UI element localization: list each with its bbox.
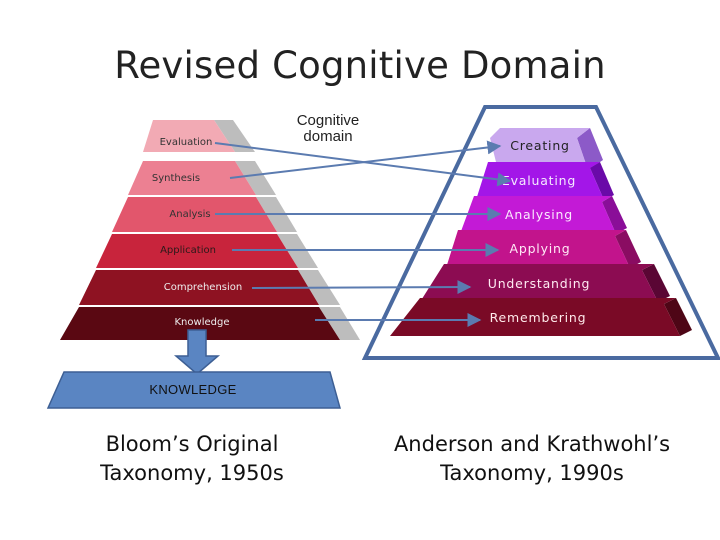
left-level-label: Knowledge: [175, 317, 230, 328]
left-level-knowledge: Knowledge: [60, 307, 360, 340]
right-level-evaluating: Evaluating: [476, 162, 614, 200]
right-level-label: Evaluating: [502, 173, 576, 188]
level-front-face: [128, 161, 256, 195]
right-level-understanding: Understanding: [420, 264, 670, 302]
level-side-face: [319, 307, 360, 340]
right-level-label: Creating: [510, 138, 570, 153]
right-level-applying: Applying: [446, 230, 641, 268]
right-level-label: Applying: [509, 241, 570, 256]
left-caption-line1: Bloom’s Original: [105, 432, 279, 456]
right-level-analysing: Analysing: [460, 196, 627, 234]
left-level-evaluation: Evaluation: [143, 120, 255, 152]
level-side-face: [602, 196, 627, 234]
right-caption-line2: Taxonomy, 1990s: [440, 461, 624, 485]
knowledge-box: [46, 371, 341, 409]
left-caption: Bloom’s Original Taxonomy, 1950s: [92, 430, 292, 488]
level-front-face: [420, 264, 658, 302]
level-front-face: [96, 234, 298, 268]
level-side-face: [590, 162, 614, 200]
right-level-label: Understanding: [488, 276, 591, 291]
level-front-face: [460, 196, 616, 234]
level-front-face: [390, 298, 680, 336]
down-arrow: [173, 329, 221, 375]
arrow-synthesis-to-creating: [229, 140, 502, 179]
level-front-face: [60, 307, 340, 340]
level-side-face: [615, 230, 641, 268]
level-side-face: [235, 161, 276, 195]
page-title: Revised Cognitive Domain: [114, 44, 606, 87]
arrow-comprehension-to-understanding: [251, 280, 472, 295]
right-pyramid: Creating Evaluating Analysing Applying U…: [390, 128, 692, 336]
knowledge-box-label: KNOWLEDGE: [149, 382, 237, 397]
left-level-label: Application: [160, 245, 216, 256]
level-front-face: [446, 230, 630, 268]
left-level-label: Comprehension: [164, 282, 243, 293]
level-front-face: [112, 197, 277, 232]
cognitive-domain-label: Cognitive domain: [296, 112, 360, 145]
level-front-face: [476, 162, 604, 200]
level-front-face: [143, 120, 235, 152]
left-level-label: Analysis: [169, 209, 210, 220]
right-level-remembering: Remembering: [390, 298, 692, 336]
level-side-face: [642, 264, 670, 302]
connector-arrows: [214, 140, 512, 327]
right-level-creating: Creating: [490, 128, 603, 170]
left-pyramid: Evaluation Synthesis Analysis Applicatio…: [60, 120, 360, 340]
left-caption-line2: Taxonomy, 1950s: [100, 461, 284, 485]
right-level-label: Remembering: [490, 310, 587, 325]
level-side-face: [214, 120, 255, 152]
right-caption: Anderson and Krathwohl’s Taxonomy, 1990s: [392, 430, 672, 488]
level-side-face: [577, 128, 603, 170]
right-pyramid-outline: [361, 105, 720, 360]
level-side-face: [664, 298, 692, 336]
left-level-label: Evaluation: [160, 137, 213, 148]
left-level-synthesis: Synthesis: [128, 161, 276, 195]
level-front-face: [490, 128, 590, 170]
level-front-face: [79, 270, 319, 305]
left-level-label: Synthesis: [152, 173, 200, 184]
right-level-label: Analysing: [505, 207, 573, 222]
right-caption-line1: Anderson and Krathwohl’s: [393, 432, 671, 456]
